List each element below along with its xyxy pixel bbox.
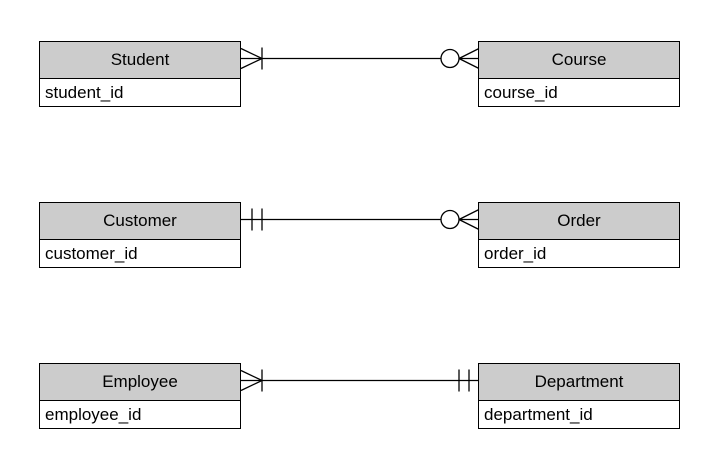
crow-foot-icon bbox=[240, 369, 263, 392]
entity-employee-attribute: employee_id bbox=[40, 401, 240, 428]
entity-department: Department department_id bbox=[478, 363, 680, 429]
crow-foot-icon bbox=[240, 47, 263, 70]
entity-course-attribute: course_id bbox=[479, 79, 679, 106]
entity-employee-name: Employee bbox=[40, 364, 240, 401]
crow-foot-icon bbox=[458, 208, 480, 231]
zero-circle-icon bbox=[440, 48, 460, 69]
entity-department-attribute: department_id bbox=[479, 401, 679, 428]
exactly-one-marker bbox=[251, 208, 263, 231]
zero-or-many-marker bbox=[440, 47, 480, 70]
entity-student: Student student_id bbox=[39, 41, 241, 107]
entity-customer-attribute: customer_id bbox=[40, 240, 240, 267]
entity-customer-name: Customer bbox=[40, 203, 240, 240]
one-or-many-marker bbox=[240, 47, 263, 70]
connector-student-course bbox=[240, 47, 480, 70]
entity-student-name: Student bbox=[40, 42, 240, 79]
entity-course: Course course_id bbox=[478, 41, 680, 107]
entity-order-name: Order bbox=[479, 203, 679, 240]
zero-or-many-marker bbox=[440, 208, 480, 231]
entity-order: Order order_id bbox=[478, 202, 680, 268]
entity-department-name: Department bbox=[479, 364, 679, 401]
connector-employee-department bbox=[240, 369, 479, 392]
entity-course-name: Course bbox=[479, 42, 679, 79]
entity-order-attribute: order_id bbox=[479, 240, 679, 267]
connector-customer-order bbox=[241, 208, 480, 231]
crow-foot-icon bbox=[458, 47, 480, 70]
one-or-many-marker bbox=[240, 369, 263, 392]
entity-customer: Customer customer_id bbox=[39, 202, 241, 268]
zero-circle-icon bbox=[440, 209, 460, 230]
exactly-one-marker bbox=[458, 369, 470, 392]
entity-student-attribute: student_id bbox=[40, 79, 240, 106]
entity-employee: Employee employee_id bbox=[39, 363, 241, 429]
